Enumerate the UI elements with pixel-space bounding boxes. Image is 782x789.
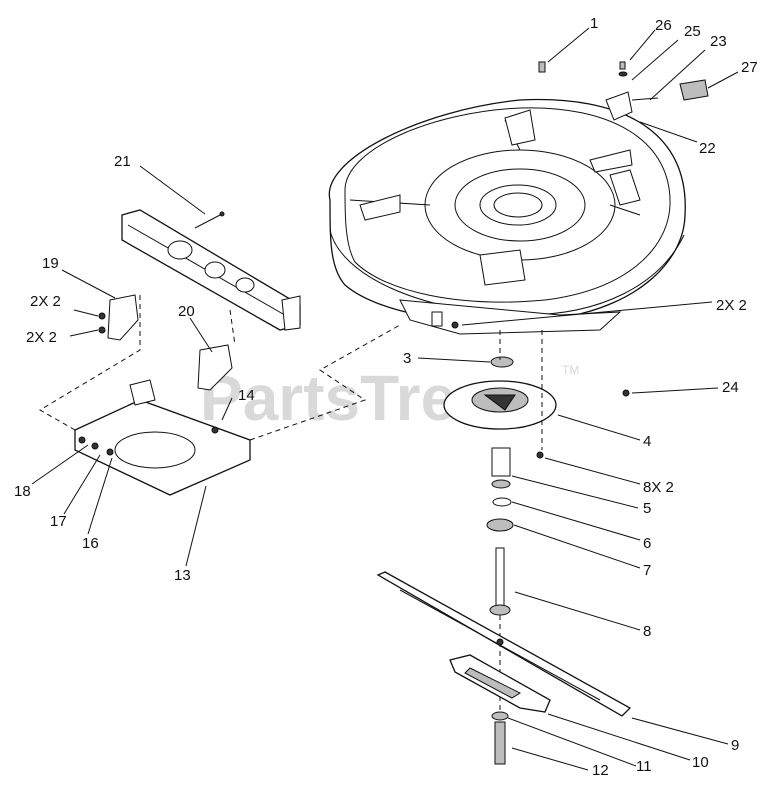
leader-lines	[31, 27, 739, 771]
callout-11: 11	[636, 758, 652, 775]
callout-8x2: 8X 2	[643, 479, 674, 496]
callout-13: 13	[174, 567, 191, 584]
callout-22: 22	[699, 140, 716, 157]
watermark-text: PartsTree	[200, 362, 492, 434]
callout-21: 21	[114, 153, 131, 170]
callout-6: 6	[643, 535, 651, 552]
callout-18: 18	[14, 483, 31, 500]
callout-2x2-c: 2X 2	[716, 297, 747, 314]
callout-3: 3	[403, 350, 411, 367]
callout-12: 12	[592, 762, 609, 779]
callout-8: 8	[643, 623, 651, 640]
callout-5: 5	[643, 500, 651, 517]
mower-blade	[376, 571, 632, 717]
callout-2x2-a: 2X 2	[30, 293, 61, 310]
blade-adaptor	[449, 654, 551, 713]
callout-19: 19	[42, 255, 59, 272]
callout-16: 16	[82, 535, 99, 552]
assembly-line-left	[39, 295, 141, 431]
callout-2x2-b: 2X 2	[26, 329, 57, 346]
callout-10: 10	[692, 754, 709, 771]
callout-17: 17	[50, 513, 67, 530]
assembly-line-mid	[229, 309, 236, 346]
callout-23: 23	[710, 33, 727, 50]
lift-arm	[121, 209, 301, 331]
mower-deck	[328, 98, 686, 335]
blade-bolt	[494, 721, 506, 765]
bracket-19	[98, 294, 139, 341]
callout-25: 25	[684, 23, 701, 40]
top-parts	[538, 61, 709, 397]
bracket-20	[197, 344, 233, 391]
watermark-trademark: TM	[562, 363, 579, 377]
deflector-plate	[74, 379, 251, 496]
callout-26: 26	[655, 17, 672, 34]
callout-24: 24	[722, 379, 739, 396]
blade-washer	[491, 711, 509, 721]
callout-27: 27	[741, 59, 758, 76]
callout-7: 7	[643, 562, 651, 579]
callout-4: 4	[643, 433, 651, 450]
callout-20: 20	[178, 303, 195, 320]
callout-1: 1	[590, 15, 598, 32]
callout-9: 9	[731, 737, 739, 754]
callout-labels: 1 26 25 23 27 22 21 19 2X 2 20 2X 2 2X 2…	[14, 15, 758, 779]
callout-14: 14	[238, 387, 255, 404]
assembly-line-right	[249, 324, 401, 441]
spindle-assembly	[443, 330, 557, 720]
